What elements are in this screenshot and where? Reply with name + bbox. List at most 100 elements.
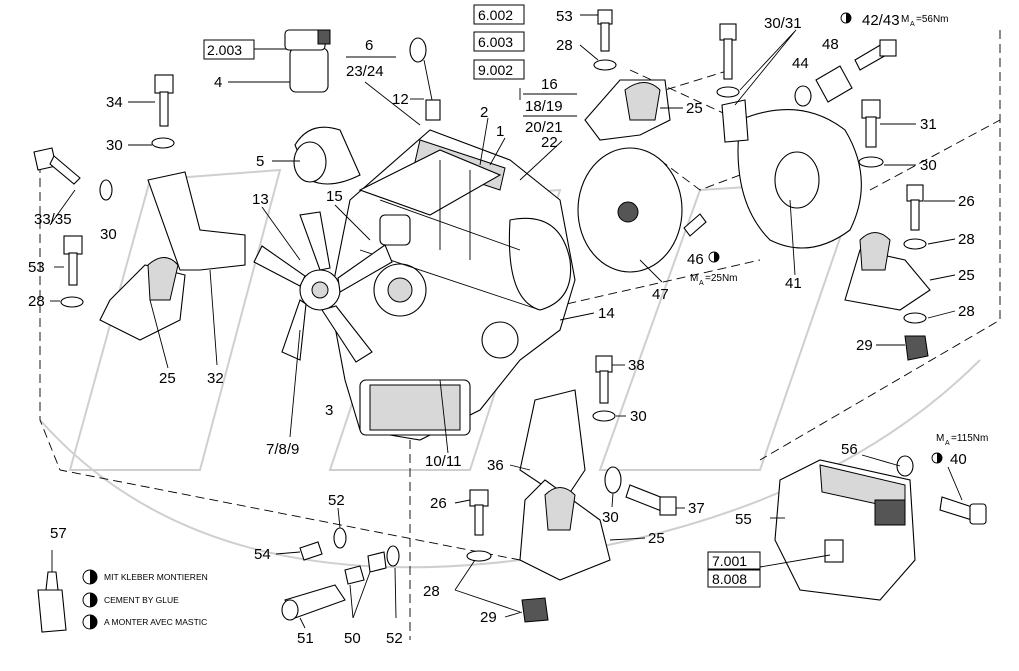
- callout-55: 55: [735, 511, 752, 528]
- callout-28: 28: [28, 293, 45, 310]
- callout-6: 6: [365, 37, 373, 54]
- callout-57: 57: [50, 525, 67, 542]
- ref-6003: 6.003: [478, 34, 513, 50]
- callout-14: 14: [598, 305, 615, 322]
- engine-block: [329, 129, 576, 441]
- callout-53: 53: [28, 259, 45, 276]
- callout-30: 30: [106, 137, 123, 154]
- glue-symbols: [708, 12, 943, 464]
- rear-upper-mount: [584, 9, 671, 141]
- torque-115nm: =115Nm: [951, 433, 988, 444]
- glue-tube: [37, 550, 67, 633]
- glue-symbol-icon: [931, 452, 943, 464]
- callout-52: 52: [328, 492, 345, 509]
- ref-box: [707, 569, 761, 588]
- callouts: 53 28 30/31 42/43 48 44 6 23/24 4 12 16 …: [28, 8, 975, 647]
- callout-51: 51: [297, 630, 314, 647]
- callout-22: 22: [541, 134, 558, 151]
- leader-lines: [49, 14, 963, 629]
- callout-4: 4: [214, 74, 222, 91]
- callout-47: 47: [652, 286, 669, 303]
- lower-mount-hardware: [466, 489, 549, 623]
- callout-53: 53: [556, 8, 573, 25]
- callout-13: 13: [252, 191, 269, 208]
- ref-box: [203, 39, 255, 60]
- callout-1: 1: [496, 123, 504, 140]
- bolts-left: [33, 74, 175, 308]
- callout-30: 30: [100, 226, 117, 243]
- fuel-filter: [284, 29, 331, 93]
- callout-31: 31: [920, 116, 937, 133]
- callout-40: 40: [950, 451, 967, 468]
- flexplate: [577, 147, 683, 273]
- callout-38: 38: [628, 357, 645, 374]
- callout-10-11: 10/11: [425, 453, 461, 470]
- left-mount: [99, 171, 246, 341]
- fan: [253, 211, 393, 363]
- callout-25: 25: [648, 530, 665, 547]
- callout-16: 16: [541, 76, 558, 93]
- callout-12: 12: [392, 91, 409, 108]
- callout-26: 26: [430, 495, 447, 512]
- torque-specs: M A =56Nm M A =25Nm M A =115Nm: [690, 14, 988, 447]
- callout-36: 36: [487, 457, 504, 474]
- callout-30: 30: [602, 509, 619, 526]
- callout-44: 44: [792, 55, 809, 72]
- lower-center-mount: [519, 355, 677, 581]
- callout-25: 25: [686, 100, 703, 117]
- torque-symbol: M: [690, 273, 698, 284]
- callout-56: 56: [841, 441, 858, 458]
- bell-housing: [721, 99, 862, 249]
- ref-box: [473, 31, 525, 52]
- callout-33-35: 33/35: [34, 211, 72, 228]
- bolt-46: [683, 213, 707, 237]
- torque-56nm: =56Nm: [916, 14, 949, 25]
- drain-parts: [281, 527, 400, 621]
- ref-8008: 8.008: [712, 571, 747, 587]
- callout-30-31: 30/31: [764, 15, 802, 32]
- rear-bolts: [716, 23, 897, 168]
- callout-32: 32: [207, 370, 224, 387]
- callout-34: 34: [106, 94, 123, 111]
- glue-half-circle-icon: [82, 592, 98, 608]
- ref-box: [473, 59, 525, 80]
- callout-54: 54: [254, 546, 271, 563]
- torque-subscript: A: [699, 280, 704, 287]
- torque-subscript: A: [910, 21, 915, 28]
- callout-37: 37: [688, 500, 705, 517]
- callout-28: 28: [423, 583, 440, 600]
- torque-25nm: =25Nm: [705, 273, 738, 284]
- callout-30: 30: [630, 408, 647, 425]
- callout-28: 28: [556, 37, 573, 54]
- legend-text-de: MIT KLEBER MONTIEREN: [104, 572, 208, 582]
- ref-2003: 2.003: [207, 42, 242, 58]
- ref-9002: 9.002: [478, 62, 513, 78]
- callout-28: 28: [958, 303, 975, 320]
- dipstick: [409, 37, 441, 121]
- callout-28: 28: [958, 231, 975, 248]
- callout-23-24: 23/24: [346, 63, 384, 80]
- callout-18-19: 18/19: [525, 98, 563, 115]
- callout-20-21: 20/21: [525, 119, 563, 136]
- callout-50: 50: [344, 630, 361, 647]
- callout-7-8-9: 7/8/9: [266, 441, 299, 458]
- hydraulic-pump: [774, 455, 987, 601]
- callout-25: 25: [159, 370, 176, 387]
- callout-29: 29: [480, 609, 497, 626]
- right-mount: [844, 184, 931, 361]
- torque-subscript: A: [945, 440, 950, 447]
- callout-3: 3: [325, 402, 333, 419]
- callout-52: 52: [386, 630, 403, 647]
- legend-text-fr: A MONTER AVEC MASTIC: [104, 617, 207, 627]
- callout-2: 2: [480, 104, 488, 121]
- callout-29: 29: [856, 337, 873, 354]
- torque-symbol: M: [936, 433, 944, 444]
- callout-48: 48: [822, 36, 839, 53]
- intake-hose: [293, 126, 361, 185]
- callout-41: 41: [785, 275, 802, 292]
- torque-symbol: M: [901, 14, 909, 25]
- glue-half-circle-icon: [82, 569, 98, 585]
- ref-box: [707, 551, 761, 570]
